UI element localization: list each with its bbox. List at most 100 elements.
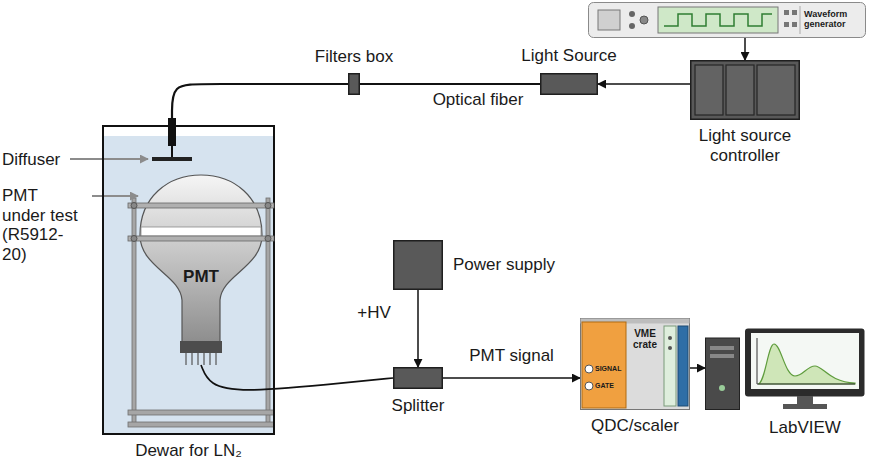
box-outline [349,74,360,95]
monitor-base [783,404,827,409]
leader-arrow [92,195,138,197]
pmt-pin [185,353,186,365]
node-text: Waveform generator [804,9,862,30]
splitter: Splitter [393,367,443,389]
plot-axes [757,338,855,384]
part-label: Diffuser [2,150,60,170]
pmt-pin [215,353,216,365]
crate-body [581,319,690,410]
connector [744,38,746,60]
screen [751,333,859,389]
edge-label: Optical fiber [433,90,524,110]
monitor [745,329,865,397]
light-source: Light Source [540,73,598,95]
device-panel [598,10,620,30]
button [792,22,797,27]
node-text: QDC/scaler [591,416,679,436]
drive-slot [710,354,734,358]
light-source-controller: Light source controller [690,60,800,120]
node-text: Light source controller [680,126,810,165]
pmt-pin [197,353,198,365]
node-shape [393,240,443,290]
node-text: Splitter [392,396,445,416]
button [784,10,789,15]
drive-slot [710,346,734,350]
led [668,336,672,340]
node-text: LabVIEW [769,418,841,438]
clamp-screw [265,203,271,209]
node-text: GATE [595,382,626,390]
knob [629,23,635,29]
panel [695,65,723,115]
fiber-connector [168,118,176,146]
node-shape [348,73,360,95]
node-text: VME crate [626,328,664,350]
button [792,10,797,15]
waveform-generator: Waveform generator [588,2,866,38]
power-supply: Power supply [393,240,443,290]
part-label: PMT under test (R5912-20) [2,186,82,264]
pmt-pin [191,353,192,365]
connector [172,84,348,125]
pmt-pin [203,353,204,365]
node-text: Power supply [453,255,555,275]
pmt-base [180,341,222,353]
support-bar [128,410,274,415]
power-button [719,385,725,391]
module [678,326,688,406]
node-text: PMT [176,267,226,287]
pmt-glass [140,175,262,343]
spectrum-plot [758,344,855,384]
qdc-module [582,322,626,408]
node-text: SIGNAL [595,365,626,373]
connector [598,83,690,85]
node-text: Dewar for LN₂ [135,441,242,461]
leader-arrow [70,158,148,160]
box-outline [691,61,800,120]
box-outline [541,74,598,95]
node-text: Filters box [315,47,393,67]
square-wave [664,14,772,26]
divider [800,6,801,34]
clamp-bar [128,236,274,241]
support-rod [266,198,270,426]
node-shape [540,73,598,95]
pmt-pin [209,353,210,365]
module [664,326,676,406]
vme-crate: VME crateSIGNALGATEQDC/scaler [580,318,690,410]
panel [726,65,754,115]
clamp-screw [265,236,271,242]
diffuser-symbol [152,157,192,161]
edge-label: PMT signal [469,346,554,366]
panel [757,65,795,115]
connector [417,290,419,367]
node-shape [705,328,865,410]
support-rod [132,198,136,426]
connector [690,367,705,369]
fiber-end [171,146,173,158]
monitor-stand [797,396,813,404]
dewar: Dewar for LN₂PMT [102,125,275,435]
led [668,346,672,350]
box-outline [394,241,443,290]
clamp-screw [131,203,137,209]
clamp-screw [131,236,137,242]
support-bar [128,422,274,427]
node-text: Light Source [521,46,616,66]
box-outline [394,368,443,389]
node-shape [393,367,443,389]
connector [585,365,593,373]
connector [585,382,593,390]
connector [201,365,393,390]
knob [640,16,648,24]
display [658,7,778,33]
liquid-nitrogen [104,136,273,433]
device-body [589,3,866,38]
pmt-band [141,227,261,236]
button [784,22,789,27]
clamp-bar [128,203,274,208]
connector [443,377,580,379]
computer: LabVIEW [705,328,865,410]
node-shape [690,60,800,120]
pmt-tube: PMT [140,175,262,365]
